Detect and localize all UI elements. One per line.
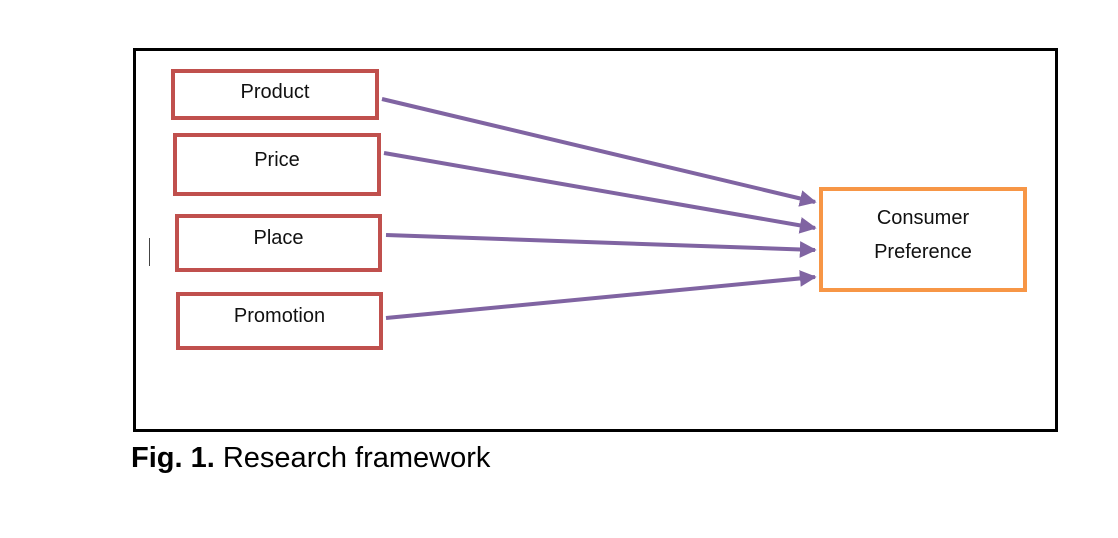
node-product-label: Product xyxy=(240,80,310,103)
node-price: Price xyxy=(173,133,381,196)
node-promotion-label: Promotion xyxy=(233,305,326,327)
node-place-label: Place xyxy=(253,227,304,249)
node-product: Product xyxy=(171,69,379,120)
arrow-price-to-consumer-preference xyxy=(383,151,817,234)
figure-frame xyxy=(133,48,1058,432)
arrow-promotion-to-consumer-preference xyxy=(385,270,817,320)
node-consumer-preference-line2: Preference xyxy=(874,240,972,263)
node-price-label: Price xyxy=(254,148,300,171)
text-cursor-mark xyxy=(149,238,150,266)
arrow-place-to-consumer-preference xyxy=(385,233,817,258)
node-promotion: Promotion xyxy=(176,292,383,350)
arrow-product-to-consumer-preference xyxy=(381,97,817,207)
figure-caption: Fig. 1. Research framework xyxy=(131,440,490,476)
figure-caption-label: Fig. 1. xyxy=(131,442,215,474)
figure-caption-text: Research framework xyxy=(222,442,491,474)
node-consumer-preference-line1: Consumer xyxy=(876,206,970,229)
node-place: Place xyxy=(175,214,382,272)
node-consumer-preference: Consumer Preference xyxy=(819,187,1027,292)
